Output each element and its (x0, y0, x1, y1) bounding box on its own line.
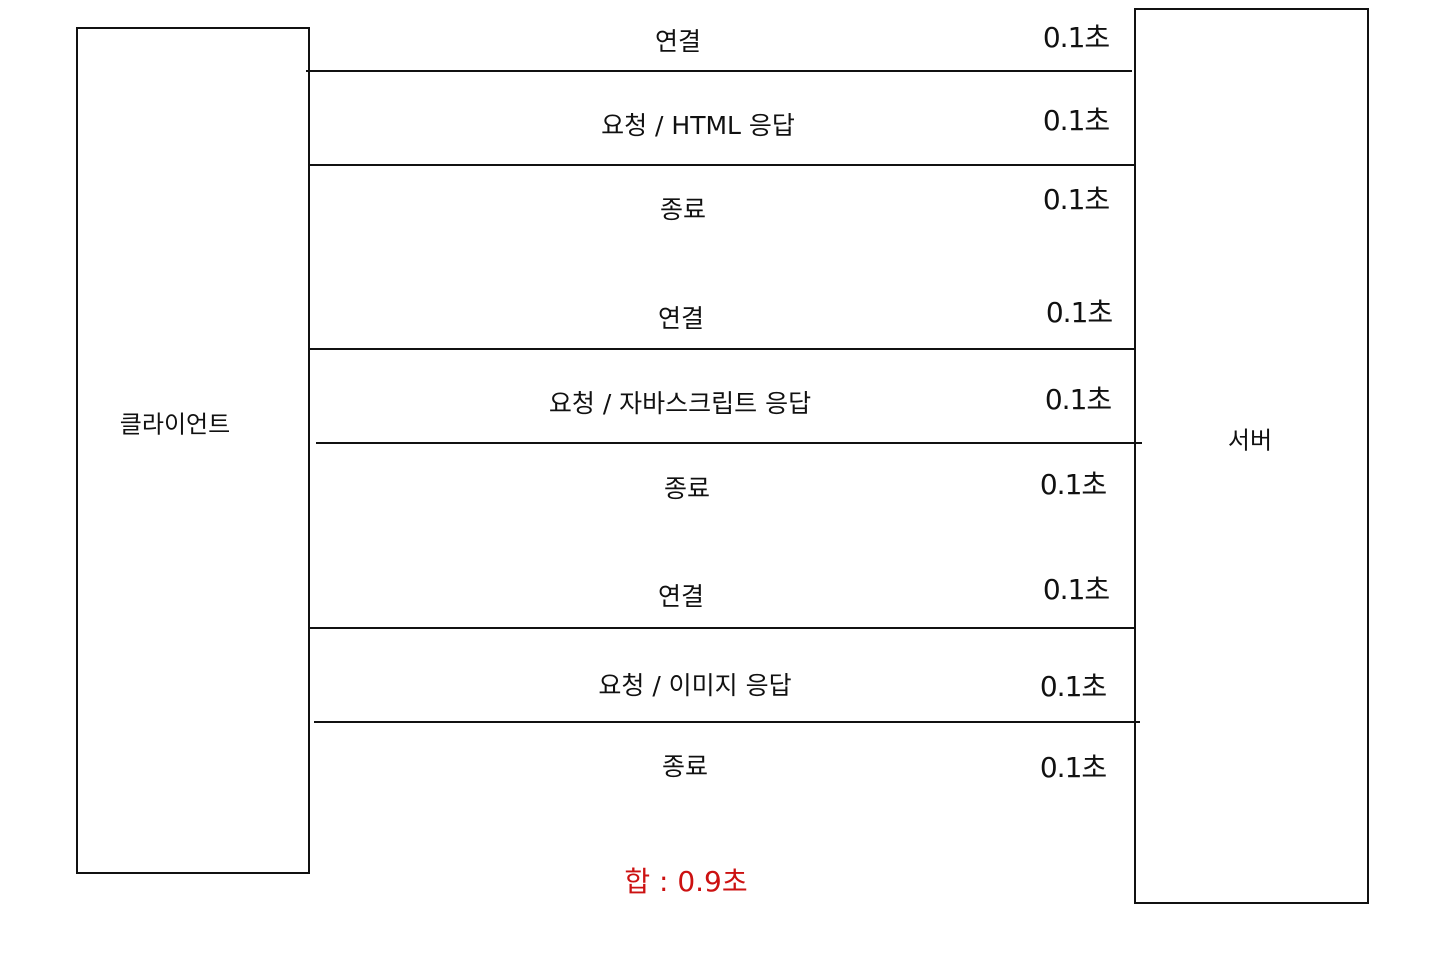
step-time: 0.1초 (1042, 104, 1110, 137)
step-label: 종료 (661, 752, 709, 781)
step-label: 연결 (657, 304, 705, 333)
step-label: 연결 (654, 27, 702, 56)
step-label: 요청 / HTML 응답 (601, 111, 795, 140)
step-label: 요청 / 자바스크립트 응답 (548, 389, 812, 418)
step-label: 요청 / 이미지 응답 (598, 671, 792, 700)
step-label: 연결 (657, 582, 705, 611)
step-time: 0.1초 (1039, 670, 1107, 703)
step-time: 0.1초 (1042, 183, 1110, 216)
client-label: 클라이언트 (119, 410, 231, 439)
step-time: 0.1초 (1044, 383, 1112, 416)
total-time: 합 : 0.9초 (624, 865, 748, 898)
connection-line (310, 348, 1136, 350)
server-label: 서버 (1227, 426, 1273, 455)
connection-line (316, 442, 1142, 444)
connection-line (310, 627, 1136, 629)
step-label: 종료 (663, 474, 711, 503)
step-time: 0.1초 (1042, 573, 1110, 606)
step-time: 0.1초 (1039, 751, 1107, 784)
step-time: 0.1초 (1039, 468, 1107, 501)
connection-line (306, 70, 1132, 72)
connection-line (310, 164, 1136, 166)
step-label: 종료 (659, 195, 707, 224)
step-time: 0.1초 (1042, 21, 1110, 54)
client-box (76, 27, 310, 874)
connection-line (314, 721, 1140, 723)
step-time: 0.1초 (1045, 296, 1113, 329)
server-box (1134, 8, 1369, 904)
